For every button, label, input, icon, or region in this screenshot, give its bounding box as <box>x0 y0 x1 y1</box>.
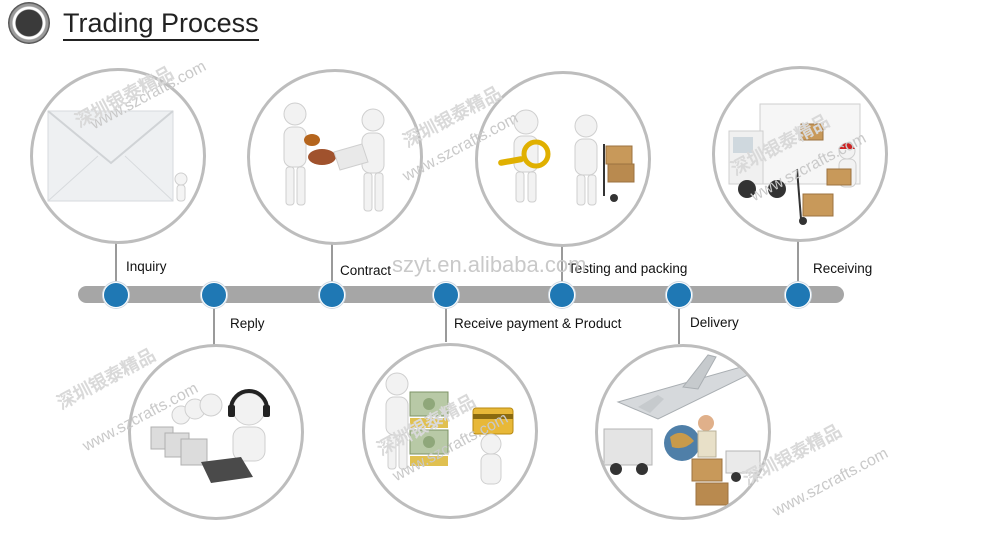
timeline-dot-reply <box>201 282 227 308</box>
title-bullet-icon <box>8 2 50 44</box>
step-label-testing: Testing and packing <box>568 261 688 276</box>
timeline-bar <box>78 286 844 303</box>
step-image-inquiry <box>30 68 206 244</box>
step-image-testing <box>475 71 651 247</box>
step-label-reply: Reply <box>230 316 265 331</box>
receiving-truck-icon <box>728 103 861 225</box>
connector-testing <box>561 242 563 292</box>
connector-contract <box>331 242 333 292</box>
step-label-payment: Receive payment & Product <box>454 316 622 331</box>
connector-delivery <box>678 296 680 344</box>
connector-inquiry <box>115 240 117 292</box>
step-image-payment <box>362 343 538 519</box>
timeline-dot-inquiry <box>103 282 129 308</box>
step-image-reply <box>128 344 304 520</box>
step-image-delivery <box>595 344 771 520</box>
page-title: Trading Process <box>63 8 259 41</box>
timeline-dot-delivery <box>666 282 692 308</box>
watermark-center: szyt.en.alibaba.com <box>392 252 587 277</box>
timeline-dot-receiving <box>785 282 811 308</box>
connector-receiving <box>797 240 799 292</box>
step-label-inquiry: Inquiry <box>126 259 167 274</box>
delivery-airplane-truck-icon <box>603 354 761 506</box>
payment-money-icon <box>385 372 514 485</box>
timeline-dot-payment <box>433 282 459 308</box>
connector-payment <box>445 296 447 342</box>
step-label-contract: Contract <box>340 263 392 278</box>
connector-reply <box>213 296 215 346</box>
watermark-site-6: www.szcrafts.com <box>770 444 892 521</box>
step-image-receiving <box>712 66 888 242</box>
testing-packing-icon <box>498 109 635 206</box>
email-envelope-icon <box>47 110 188 202</box>
step-label-receiving: Receiving <box>813 261 873 276</box>
step-label-delivery: Delivery <box>690 315 739 330</box>
timeline-dot-contract <box>319 282 345 308</box>
step-image-contract <box>247 69 423 245</box>
contract-stamp-icon <box>283 102 385 212</box>
timeline-dot-testing <box>549 282 575 308</box>
call-center-operators-icon <box>150 389 270 483</box>
